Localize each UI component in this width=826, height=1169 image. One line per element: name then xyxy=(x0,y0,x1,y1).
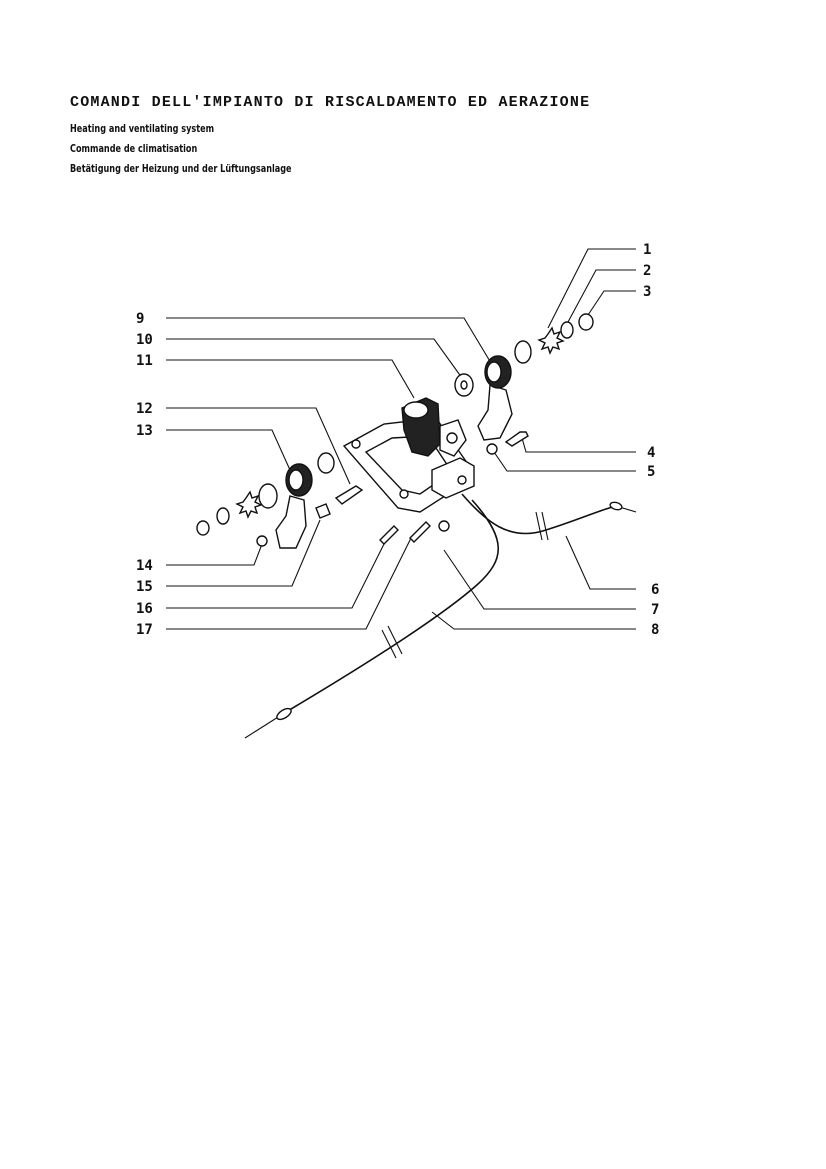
washer-12 xyxy=(317,452,335,474)
washer-2 xyxy=(560,321,574,339)
callout-1: 1 xyxy=(643,242,651,258)
washer-left-small xyxy=(216,507,230,525)
leader-10 xyxy=(166,338,463,379)
callout-9: 9 xyxy=(136,311,144,327)
central-bracket-assembly xyxy=(342,397,475,513)
callout-6: 6 xyxy=(651,582,659,598)
bushing-15 xyxy=(315,503,331,519)
cable-8-end-ferrule xyxy=(276,707,292,721)
leader-2 xyxy=(567,269,636,323)
callout-4: 4 xyxy=(647,445,655,461)
washer-left-large xyxy=(258,483,278,509)
callout-10: 10 xyxy=(136,332,153,348)
cables xyxy=(244,493,637,739)
screw-17 xyxy=(409,521,431,543)
star-washer-1 xyxy=(537,326,565,355)
star-washer-left xyxy=(235,490,263,519)
title-italian: COMANDI DELL'IMPIANTO DI RISCALDAMENTO E… xyxy=(70,94,591,111)
leader-4 xyxy=(521,437,636,453)
bracket-ear-hole xyxy=(446,432,458,444)
bracket-mount-hole-bottom xyxy=(399,489,409,499)
cable-6-break-mark xyxy=(535,511,549,541)
callout-3: 3 xyxy=(643,284,651,300)
washer-10-hole xyxy=(460,380,468,390)
bracket-pivot-boss xyxy=(403,401,429,419)
leader-14 xyxy=(166,543,263,566)
leader-9 xyxy=(166,317,495,369)
leader-lines xyxy=(166,248,636,630)
callout-13: 13 xyxy=(136,423,153,439)
nut-7-small xyxy=(438,520,450,532)
right-lever-arm xyxy=(477,384,513,441)
bracket-mount-hole-left xyxy=(351,439,361,449)
leader-8 xyxy=(431,611,636,630)
title-english: Heating and ventilating system xyxy=(70,122,215,135)
leader-7 xyxy=(443,549,636,610)
leader-5 xyxy=(493,451,636,472)
title-german: Betätigung der Heizung und der Lüftungsa… xyxy=(70,162,292,175)
title-french: Commande de climatisation xyxy=(70,142,198,155)
callout-8: 8 xyxy=(651,622,659,638)
left-lever-knob-face xyxy=(288,469,304,491)
screw-16 xyxy=(379,525,399,545)
leader-12 xyxy=(166,407,351,485)
leader-3 xyxy=(587,290,636,316)
leader-13 xyxy=(166,429,291,471)
callout-15: 15 xyxy=(136,579,153,595)
callout-16: 16 xyxy=(136,601,153,617)
title-block: COMANDI DELL'IMPIANTO DI RISCALDAMENTO E… xyxy=(70,94,590,179)
clamp-screw-hole xyxy=(457,475,467,485)
nut-left xyxy=(196,520,210,536)
nut-14 xyxy=(256,535,268,547)
callout-17: 17 xyxy=(136,622,153,638)
callout-14: 14 xyxy=(136,558,153,574)
callout-7: 7 xyxy=(651,602,659,618)
leader-17 xyxy=(166,535,413,630)
callout-11: 11 xyxy=(136,353,153,369)
callout-12: 12 xyxy=(136,401,153,417)
washer-right-large xyxy=(514,340,532,364)
right-lever-group xyxy=(454,313,594,455)
nut-5 xyxy=(486,443,498,455)
leader-16 xyxy=(166,539,387,609)
leader-6 xyxy=(565,535,636,590)
cable-clamp-7 xyxy=(431,457,475,499)
callout-5: 5 xyxy=(647,464,655,480)
leader-15 xyxy=(166,519,321,587)
nut-3 xyxy=(578,313,594,331)
leader-11 xyxy=(166,359,415,399)
screw-4 xyxy=(504,431,529,447)
callout-numbers: 1 2 3 4 5 6 7 8 9 10 11 12 13 14 15 16 1… xyxy=(136,242,659,638)
cable-8 xyxy=(285,499,499,713)
right-lever-knob-face xyxy=(486,361,502,383)
callout-2: 2 xyxy=(643,263,651,279)
leader-1 xyxy=(547,248,636,329)
left-lever-group xyxy=(196,452,450,549)
bolt-12 xyxy=(334,485,364,505)
cable-8-break-mark xyxy=(381,625,403,659)
left-lever-arm xyxy=(275,495,307,549)
cable-6-end-ferrule xyxy=(609,501,623,511)
